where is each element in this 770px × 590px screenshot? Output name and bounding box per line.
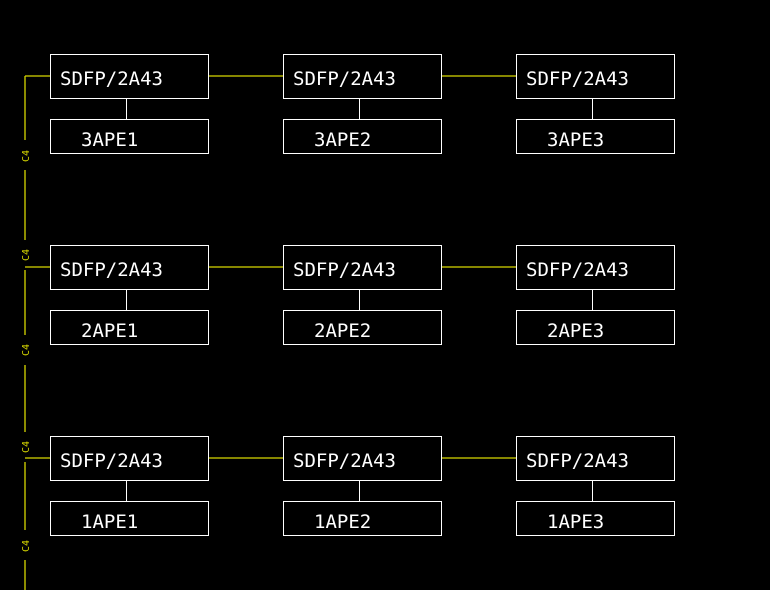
unit-label: 2APE1 bbox=[81, 320, 138, 342]
cable-label: C4 bbox=[21, 344, 32, 356]
panel-label: SDFP/2A43 bbox=[526, 450, 629, 472]
unit-label: 2APE2 bbox=[314, 320, 371, 342]
panel-group[interactable]: SDFP/2A43 3APE2 bbox=[283, 54, 442, 154]
links bbox=[24, 75, 516, 590]
unit-label: 1APE2 bbox=[314, 511, 371, 533]
unit-label: 3APE1 bbox=[81, 129, 138, 151]
cable-label: C4 bbox=[21, 249, 32, 261]
unit-box[interactable] bbox=[283, 310, 442, 345]
unit-box[interactable] bbox=[50, 119, 209, 154]
unit-box[interactable] bbox=[283, 119, 442, 154]
unit-box[interactable] bbox=[50, 310, 209, 345]
panel-box[interactable] bbox=[516, 436, 675, 481]
panel-group[interactable]: SDFP/2A43 3APE3 bbox=[516, 54, 675, 154]
panel-box[interactable] bbox=[283, 245, 442, 290]
panel-box[interactable] bbox=[516, 54, 675, 99]
panel-label: SDFP/2A43 bbox=[526, 259, 629, 281]
panel-label: SDFP/2A43 bbox=[293, 450, 396, 472]
unit-box[interactable] bbox=[283, 501, 442, 536]
panel-label: SDFP/2A43 bbox=[60, 259, 163, 281]
panel-group[interactable]: SDFP/2A43 3APE1 bbox=[50, 54, 209, 154]
unit-box[interactable] bbox=[516, 310, 675, 345]
cable-label: C4 bbox=[21, 441, 32, 453]
panel-box[interactable] bbox=[283, 54, 442, 99]
panel-label: SDFP/2A43 bbox=[60, 68, 163, 90]
panel-box[interactable] bbox=[283, 436, 442, 481]
unit-label: 3APE3 bbox=[547, 129, 604, 151]
unit-box[interactable] bbox=[516, 501, 675, 536]
panel-label: SDFP/2A43 bbox=[293, 259, 396, 281]
unit-label: 1APE1 bbox=[81, 511, 138, 533]
unit-label: 2APE3 bbox=[547, 320, 604, 342]
panel-label: SDFP/2A43 bbox=[60, 450, 163, 472]
panel-label: SDFP/2A43 bbox=[293, 68, 396, 90]
panel-group[interactable]: SDFP/2A43 1APE3 bbox=[516, 436, 675, 536]
unit-box[interactable] bbox=[50, 501, 209, 536]
panel-group[interactable]: SDFP/2A43 2APE2 bbox=[283, 245, 442, 345]
cable-label: C4 bbox=[21, 150, 32, 162]
cable-label: C4 bbox=[21, 540, 32, 552]
panel-label: SDFP/2A43 bbox=[526, 68, 629, 90]
nodes: SDFP/2A433APE1SDFP/2A433APE2SDFP/2A433AP… bbox=[50, 54, 675, 536]
panel-group[interactable]: SDFP/2A43 1APE1 bbox=[50, 436, 209, 536]
panel-group[interactable]: SDFP/2A43 1APE2 bbox=[283, 436, 442, 536]
unit-label: 1APE3 bbox=[547, 511, 604, 533]
unit-label: 3APE2 bbox=[314, 129, 371, 151]
panel-group[interactable]: SDFP/2A43 2APE3 bbox=[516, 245, 675, 345]
panel-box[interactable] bbox=[50, 54, 209, 99]
panel-box[interactable] bbox=[50, 436, 209, 481]
panel-group[interactable]: SDFP/2A43 2APE1 bbox=[50, 245, 209, 345]
unit-box[interactable] bbox=[516, 119, 675, 154]
panel-box[interactable] bbox=[50, 245, 209, 290]
panel-box[interactable] bbox=[516, 245, 675, 290]
